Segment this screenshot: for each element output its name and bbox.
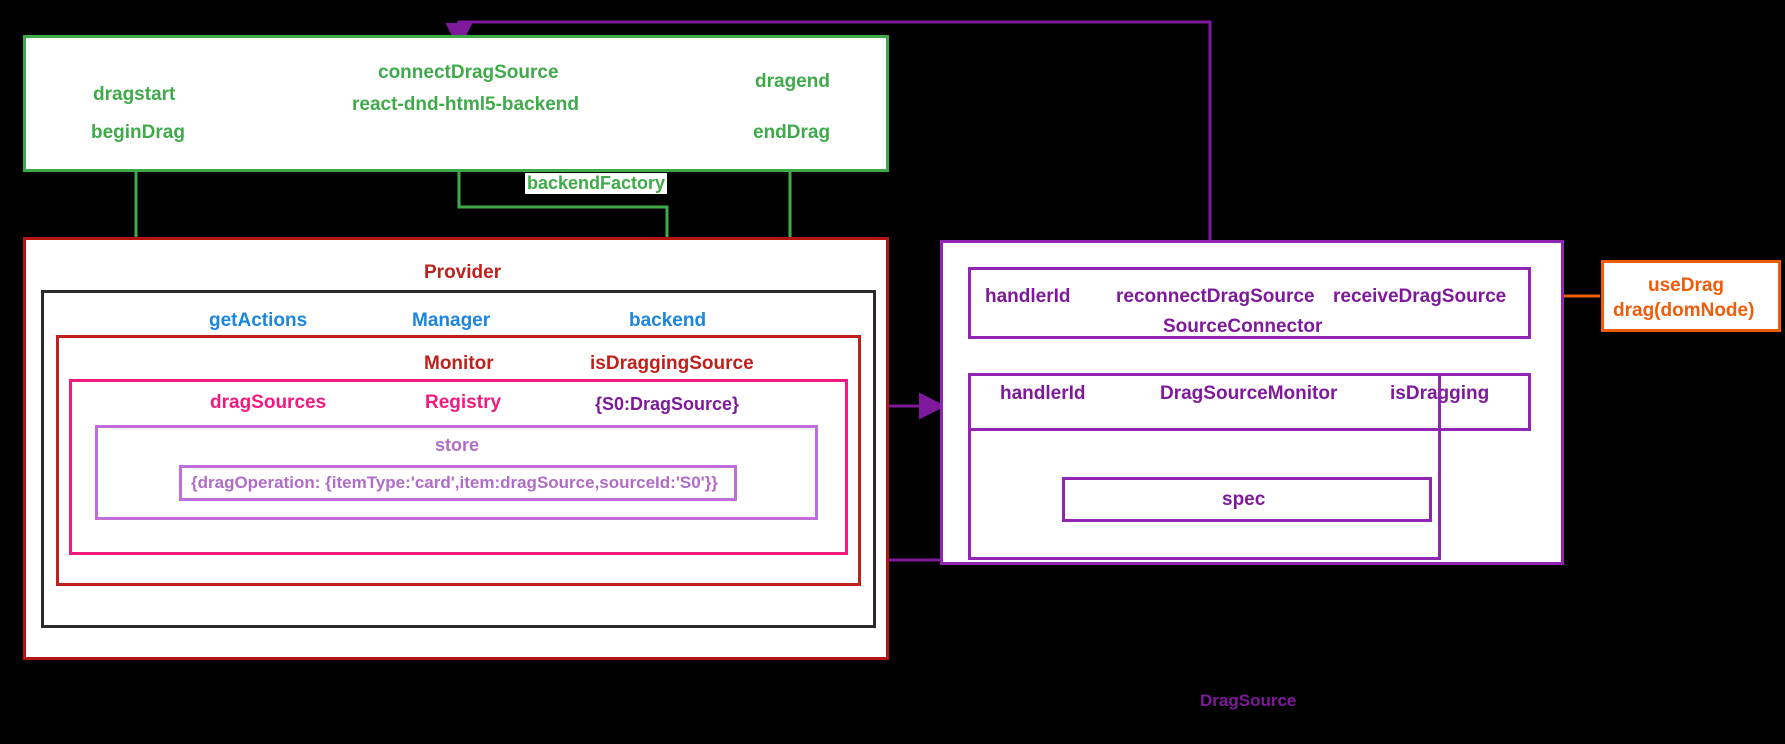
- source-connector-title: SourceConnector: [1163, 316, 1323, 337]
- spec-title: spec: [1222, 489, 1266, 510]
- drag-sources-label: dragSources: [210, 392, 327, 413]
- spec-panel: [1062, 477, 1432, 522]
- drag-source-monitor-handler-id: handlerId: [1000, 383, 1086, 404]
- sources-map-label: {S0:DragSource}: [595, 394, 740, 414]
- use-drag-panel: [1601, 260, 1781, 332]
- source-connector-handler-id: handlerId: [985, 286, 1071, 307]
- backend-panel: [23, 35, 889, 172]
- manager-title: Manager: [412, 310, 491, 331]
- dragend-label: dragend: [755, 71, 830, 92]
- begin-drag-label: beginDrag: [91, 122, 185, 143]
- source-connector-panel: [968, 267, 1531, 339]
- provider-title: Provider: [424, 262, 502, 283]
- backend-label: backend: [629, 310, 707, 331]
- drag-source-monitor-panel: [968, 373, 1531, 431]
- dragsource-caption: DragSource: [1200, 691, 1297, 710]
- backend-panel-title: react-dnd-html5-backend: [352, 94, 579, 115]
- receive-drag-source-label: receiveDragSource: [1333, 286, 1507, 307]
- use-drag-line1: useDrag: [1648, 275, 1725, 296]
- drag-source-monitor-title: DragSourceMonitor: [1160, 383, 1338, 404]
- end-drag-label: endDrag: [753, 122, 831, 143]
- backend-factory-label: backendFactory: [525, 173, 668, 194]
- reconnect-drag-source-label: reconnectDragSource: [1116, 286, 1315, 307]
- get-actions-label: getActions: [209, 310, 308, 331]
- drag-operation-state: [179, 465, 737, 501]
- monitor-title: Monitor: [424, 353, 494, 374]
- use-drag-line2: drag(domNode): [1613, 300, 1755, 321]
- registry-title: Registry: [425, 392, 502, 413]
- connect-drag-source-label: connectDragSource: [378, 62, 559, 83]
- dragstart-label: dragstart: [93, 84, 176, 105]
- drag-operation-text: {dragOperation: {itemType:'card',item:dr…: [191, 473, 718, 492]
- monitor-group-outline: [968, 373, 1441, 560]
- is-dragging-source-label: isDraggingSource: [590, 353, 754, 374]
- store-title: store: [435, 435, 480, 455]
